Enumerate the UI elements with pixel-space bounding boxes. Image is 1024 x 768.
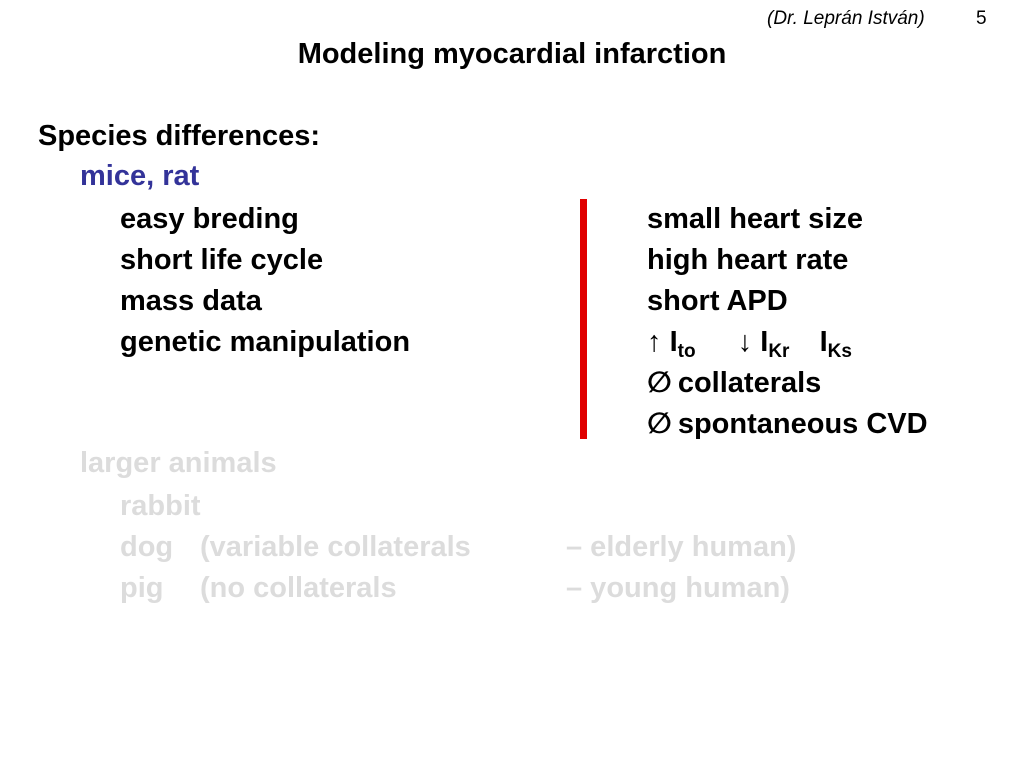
down-arrow-icon: ↓ (737, 326, 753, 358)
slide-title: Modeling myocardial infarction (297, 38, 727, 70)
current-iks: IKs (819, 326, 852, 362)
animal-name: rabbit (120, 490, 201, 522)
up-arrow-icon: ↑ (647, 326, 662, 358)
list-item: ∅collaterals (647, 363, 928, 404)
animal-comparison: – elderly human) (566, 531, 797, 563)
animal-comparison: – young human) (566, 572, 790, 604)
vertical-divider (580, 199, 587, 439)
ion-currents-item: ↑ Ito ↓ IKr IKs (647, 322, 928, 363)
page-number: 5 (976, 8, 987, 29)
list-item: small heart size (647, 203, 863, 235)
current-ito: Ito (669, 326, 696, 362)
section-heading: Species differences: (38, 120, 321, 152)
disadvantages-list: small heart size high heart rate short A… (647, 199, 928, 445)
null-set-icon: ∅ (647, 408, 672, 440)
null-set-icon: ∅ (647, 367, 672, 399)
advantages-list: easy breding short life cycle mass data … (120, 199, 410, 363)
animal-name: pig (120, 572, 164, 604)
list-item: short life cycle (120, 244, 324, 276)
list-item: ∅spontaneous CVD (647, 404, 928, 445)
current-ikr: IKr (760, 326, 790, 362)
list-item: mass data (120, 285, 262, 317)
animal-note: (variable collaterals (200, 531, 471, 563)
list-item: high heart rate (647, 244, 849, 276)
header-author: (Dr. Leprán István) (767, 8, 925, 29)
group-heading-larger-animals: larger animals (80, 447, 277, 479)
group-heading-mice-rat: mice, rat (80, 160, 200, 192)
animal-note: (no collaterals (200, 572, 397, 604)
list-item: short APD (647, 285, 788, 317)
list-item: easy breding (120, 203, 299, 235)
animal-name: dog (120, 531, 174, 563)
list-item: genetic manipulation (120, 326, 411, 358)
